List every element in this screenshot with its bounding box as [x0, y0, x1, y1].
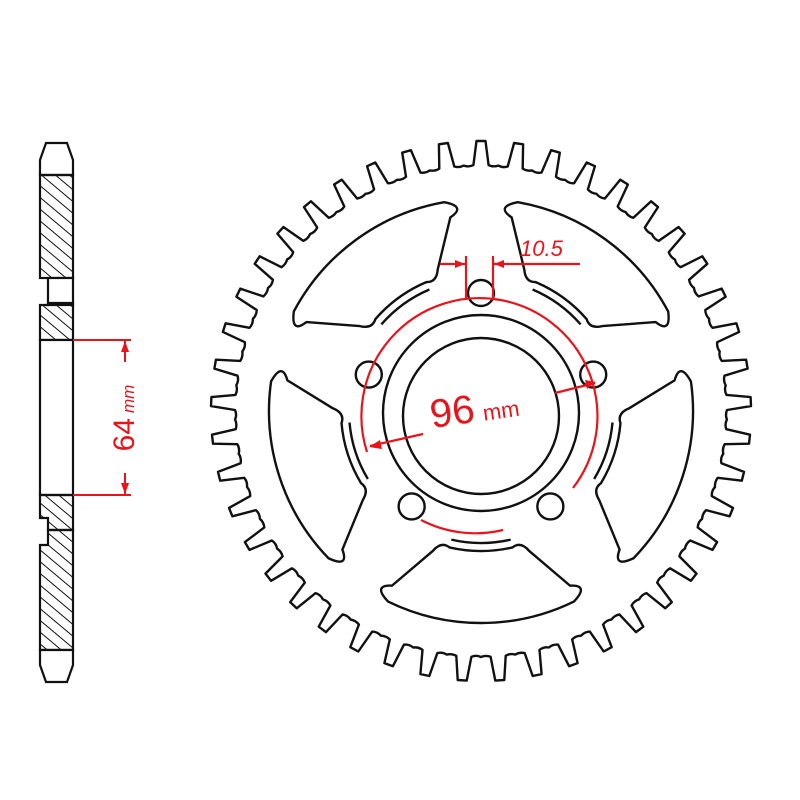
lightening-window-cutout: [595, 369, 695, 563]
top-hatched-section: [38, 173, 75, 280]
arrow-right-icon: [455, 260, 465, 268]
hub-outer-ring: [381, 313, 581, 513]
top-rim-notch: [46, 276, 75, 307]
bolt-circle-arc-lower: [420, 519, 504, 535]
bolt-hole: [536, 492, 565, 521]
bolt-hole: [397, 492, 426, 521]
arrow-right-icon: [585, 380, 596, 389]
bolt-hole: [466, 278, 496, 308]
arrow-up-icon: [121, 341, 129, 352]
bolt-circle-arc: [360, 297, 599, 489]
bore-dimension: [73, 339, 131, 496]
dimension-annotations: [360, 256, 599, 535]
arrow-down-icon: [121, 483, 129, 494]
top-hub-section: [38, 301, 75, 342]
top-tooth-profile: [38, 141, 75, 177]
bottom-tooth-profile: [38, 648, 75, 684]
bolt-hole: [354, 360, 383, 389]
bore-section: [38, 338, 75, 497]
bolt-circle-unit: mm: [481, 396, 521, 426]
bottom-hub-section: [38, 493, 75, 532]
arrow-left-icon: [369, 440, 382, 449]
side-view: [38, 141, 75, 684]
center-bore: [401, 336, 561, 496]
front-view: [209, 139, 753, 682]
bore-dimension-unit: mm: [119, 385, 138, 413]
lightening-window-cutout: [503, 201, 670, 329]
lightening-window-cutout: [267, 369, 367, 563]
bolt-hole-dimension: 10.5: [520, 236, 564, 261]
hub-flange-outline: [348, 288, 614, 545]
svg-text:64mm: 64 mm: [108, 385, 141, 452]
bottom-hatched-section: [38, 528, 75, 652]
arrow-left-icon: [494, 260, 504, 268]
lightening-window-cutout: [292, 201, 459, 329]
bolt-circle-value: 96: [427, 387, 477, 437]
sprocket-teeth-outline: [209, 139, 753, 682]
bore-dimension-value: 64: [108, 418, 141, 451]
lightening-window-cutout: [380, 543, 582, 625]
